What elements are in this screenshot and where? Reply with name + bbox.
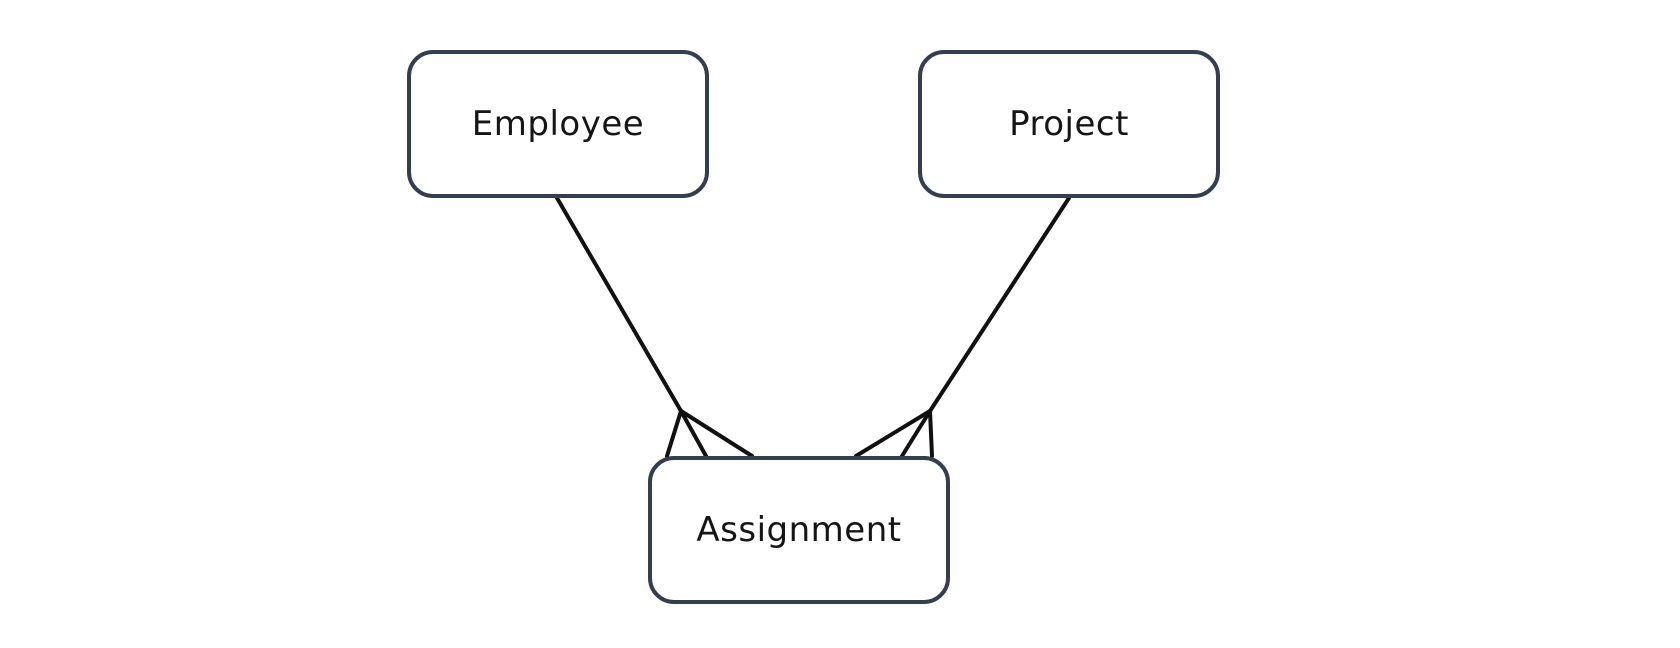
relationship-project-assignment bbox=[854, 196, 1071, 458]
relationship-line-employee-assignment bbox=[555, 196, 683, 413]
entity-project-label: Project bbox=[1009, 104, 1129, 144]
crows-foot-employee-side bbox=[665, 409, 754, 458]
relationship-employee-assignment bbox=[555, 196, 754, 458]
entity-project[interactable]: Project bbox=[918, 50, 1220, 198]
entity-employee[interactable]: Employee bbox=[407, 50, 709, 198]
entity-assignment-label: Assignment bbox=[696, 510, 902, 550]
entity-employee-label: Employee bbox=[471, 104, 645, 144]
crows-foot-project-side bbox=[854, 409, 934, 458]
entity-assignment[interactable]: Assignment bbox=[648, 456, 950, 604]
relationship-line-project-assignment bbox=[928, 196, 1071, 413]
